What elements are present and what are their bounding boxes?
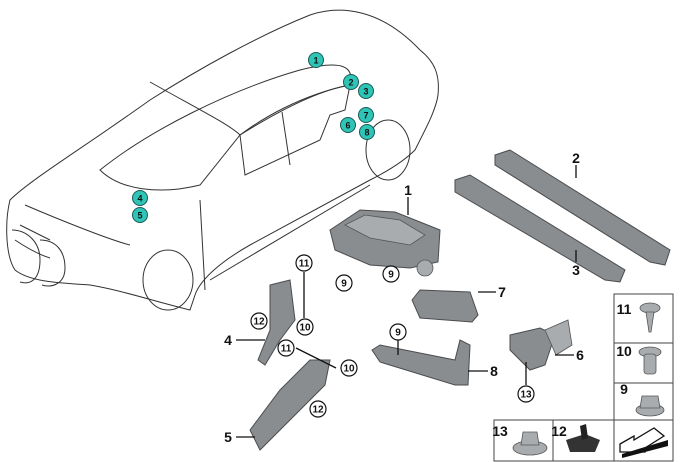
screw-11-image	[639, 302, 661, 333]
fastener-cell-label-13[interactable]: 13	[492, 423, 508, 439]
marker-label: 2	[348, 78, 353, 88]
location-marker-7[interactable]: 7	[358, 107, 374, 123]
part-label-2[interactable]: 2	[572, 150, 580, 166]
nut-9-image	[635, 395, 665, 417]
callout-circle	[517, 385, 535, 403]
part-1-bracket	[329, 209, 441, 269]
fastener-callout-11[interactable]: 11	[277, 339, 295, 357]
fastener-cell-label-11[interactable]: 11	[617, 301, 632, 317]
car-outline	[6, 9, 439, 311]
part-label-8[interactable]: 8	[490, 363, 498, 379]
fastener-callout-13[interactable]: 13	[517, 385, 535, 403]
fastener-cell-label-10[interactable]: 10	[616, 343, 632, 359]
marker-label: 8	[364, 128, 369, 138]
part-3-rail	[454, 174, 626, 283]
marker-label: 6	[345, 121, 350, 131]
callout-circle	[389, 323, 407, 341]
marker-circle	[358, 107, 374, 123]
callout-label: 10	[343, 364, 355, 375]
callout-circle	[295, 254, 313, 272]
location-marker-3[interactable]: 3	[358, 83, 374, 99]
fastener-callout-9[interactable]: 9	[382, 265, 400, 283]
part-2-rail	[494, 149, 671, 266]
part-6-bracket	[509, 319, 573, 371]
part-label-4[interactable]: 4	[224, 332, 232, 348]
callout-label: 9	[395, 328, 401, 339]
marker-label: 7	[363, 111, 368, 121]
location-marker-5[interactable]: 5	[132, 207, 148, 223]
callout-label: 9	[388, 270, 394, 281]
part-8-bracket	[371, 339, 471, 386]
fastener-callout-9[interactable]: 9	[389, 323, 407, 341]
nut-10-image	[638, 346, 662, 375]
marker-circle	[132, 190, 148, 206]
location-marker-1[interactable]: 1	[308, 52, 324, 68]
leader-lines	[236, 165, 577, 438]
fastener-callout-10[interactable]: 10	[296, 318, 314, 336]
marker-label: 4	[137, 194, 142, 204]
fastener-table	[493, 293, 674, 462]
marker-label: 5	[137, 211, 142, 221]
callout-circle	[277, 339, 295, 357]
location-marker-4[interactable]: 4	[132, 190, 148, 206]
callout-circle	[382, 265, 400, 283]
fastener-cell-label-9[interactable]: 9	[620, 381, 628, 397]
callout-label: 11	[299, 259, 310, 270]
callout-circle	[340, 359, 358, 377]
location-marker-6[interactable]: 6	[340, 117, 356, 133]
arrow-icon[interactable]	[619, 427, 668, 458]
callout-circle	[335, 274, 353, 292]
fastener-callout-12[interactable]: 12	[250, 312, 268, 330]
fastener-callout-12[interactable]: 12	[309, 400, 327, 418]
callout-label: 9	[341, 279, 347, 290]
part-label-6[interactable]: 6	[576, 347, 584, 363]
part-label-3[interactable]: 3	[572, 262, 580, 278]
marker-circle	[132, 207, 148, 223]
marker-label: 1	[313, 56, 318, 66]
fastener-callout-10[interactable]: 10	[340, 359, 358, 377]
part-label-5[interactable]: 5	[224, 429, 232, 445]
location-marker-2[interactable]: 2	[343, 74, 359, 90]
callout-circle	[250, 312, 268, 330]
callout-circle	[296, 318, 314, 336]
callout-label: 12	[253, 317, 265, 328]
marker-circle	[340, 117, 356, 133]
part-7-bracket	[411, 259, 479, 323]
marker-circle	[308, 52, 324, 68]
callout-label: 10	[299, 323, 311, 334]
marker-circle	[343, 74, 359, 90]
marker-label: 3	[363, 87, 368, 97]
callout-label: 12	[312, 405, 324, 416]
fastener-callout-11[interactable]: 11	[295, 254, 313, 272]
callout-label: 13	[520, 390, 532, 401]
fastener-callout-9[interactable]: 9	[335, 274, 353, 292]
fastener-cell-label-12[interactable]: 12	[551, 423, 567, 439]
callout-label: 11	[281, 344, 292, 355]
part-4-bracket	[257, 279, 296, 366]
clip-12-image	[566, 424, 600, 452]
callout-circle	[309, 400, 327, 418]
part-label-1[interactable]: 1	[404, 182, 412, 198]
nut-13-image	[512, 431, 548, 456]
part-label-7[interactable]: 7	[498, 284, 506, 300]
part-5-bracket	[249, 359, 331, 451]
marker-circle	[358, 83, 374, 99]
marker-circle	[359, 124, 375, 140]
location-marker-8[interactable]: 8	[359, 124, 375, 140]
